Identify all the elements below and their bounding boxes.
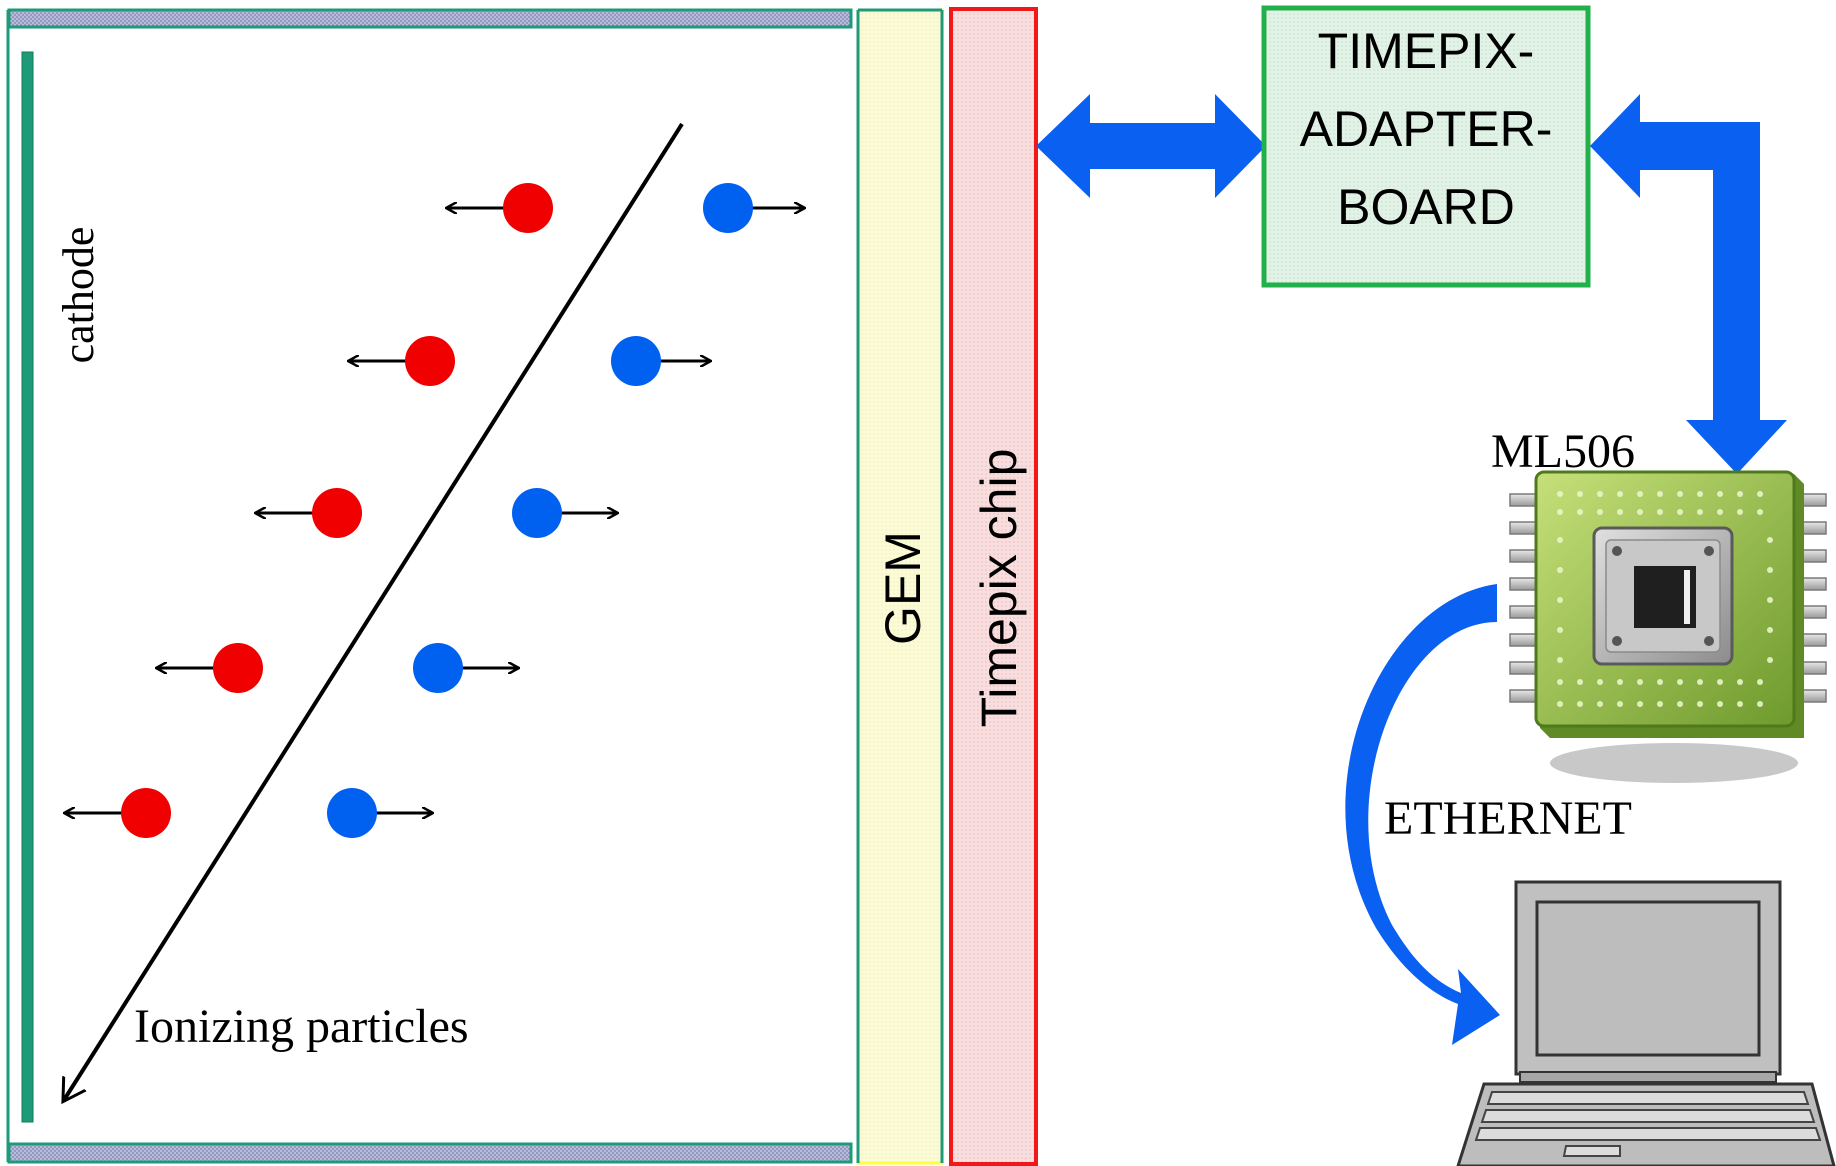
laptop-icon [1456, 880, 1836, 1166]
ion [413, 643, 463, 693]
cathode-label: cathode [54, 227, 103, 364]
timepix-chip-label: Timepix chip [971, 449, 1027, 728]
chamber-top-wall [7, 8, 853, 29]
ion [703, 183, 753, 233]
timepix-adapter-board: TIMEPIX- ADAPTER- BOARD [1261, 5, 1591, 288]
ion [327, 788, 377, 838]
ionizing-particle-track [64, 122, 684, 1100]
ion [512, 488, 562, 538]
ethernet-link-arrow [1345, 584, 1500, 1045]
ionizing-particles-label: Ionizing particles [134, 1000, 469, 1053]
ion [611, 336, 661, 386]
electron [503, 183, 553, 233]
adapter-board-label-line3: BOARD [1337, 179, 1515, 235]
ml506-label: ML506 [1491, 425, 1635, 478]
electron [405, 336, 455, 386]
charge-pairs [65, 183, 804, 838]
electron [121, 788, 171, 838]
drift-chamber: cathode [6, 8, 853, 1164]
adapter-board-label-line1: TIMEPIX- [1318, 23, 1535, 79]
fpga-chip-icon [1509, 470, 1827, 783]
electron [312, 488, 362, 538]
chamber-bottom-wall [7, 1142, 853, 1164]
timepix-chip-layer: Timepix chip [949, 7, 1038, 1166]
electron [213, 643, 263, 693]
chip-adapter-link-arrow [1036, 94, 1266, 198]
ethernet-label: ETHERNET [1384, 792, 1632, 845]
gem-label: GEM [875, 531, 931, 645]
gem-layer: GEM [856, 8, 944, 1165]
cathode-plate [21, 51, 34, 1123]
adapter-fpga-link-arrow [1590, 94, 1787, 474]
adapter-board-label-line2: ADAPTER- [1300, 101, 1553, 157]
